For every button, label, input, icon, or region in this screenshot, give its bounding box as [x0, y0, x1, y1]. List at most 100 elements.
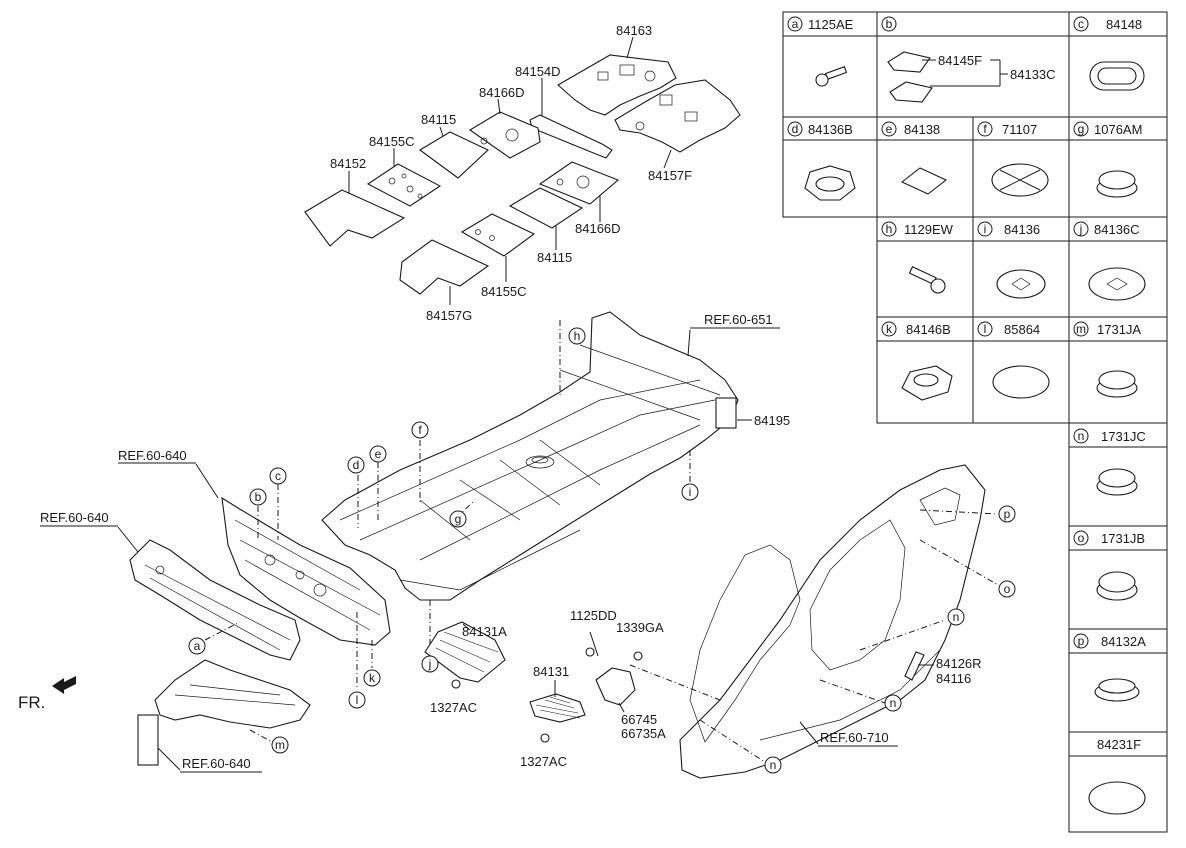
- cap-1731JA-icon: [1096, 370, 1138, 398]
- legend-part-84133C: 84133C: [1010, 67, 1056, 82]
- svg-text:l: l: [356, 693, 359, 707]
- svg-text:g: g: [455, 512, 462, 526]
- plug-84136C-icon: [1088, 267, 1146, 301]
- ref-60-651: REF.60-651: [704, 312, 773, 327]
- callout-l[interactable]: l: [348, 691, 366, 709]
- label-1327AC-a: 1327AC: [430, 700, 477, 715]
- pad-84138-icon: [900, 167, 948, 195]
- pad-84166D-top[interactable]: [468, 111, 541, 159]
- cap-84132A-icon: [1094, 678, 1140, 702]
- callout-h[interactable]: h: [568, 327, 586, 345]
- front-bracket[interactable]: [137, 714, 159, 766]
- legend-part-85864: 85864: [1004, 322, 1040, 337]
- callout-o[interactable]: o: [998, 580, 1016, 598]
- callout-p[interactable]: p: [998, 505, 1016, 523]
- legend-part-84136C: 84136C: [1094, 222, 1140, 237]
- callout-n[interactable]: n: [884, 694, 902, 712]
- cowl-panel[interactable]: [129, 539, 301, 661]
- pad-84115-top[interactable]: [419, 131, 489, 179]
- callout-d[interactable]: d: [347, 456, 365, 474]
- label-1339GA: 1339GA: [616, 620, 664, 635]
- svg-text:m: m: [275, 738, 285, 752]
- callout-f[interactable]: f: [411, 421, 429, 439]
- svg-text:n: n: [1078, 429, 1085, 443]
- plug-84136B-icon: [804, 165, 856, 201]
- ref-60-710: REF.60-710: [820, 730, 889, 745]
- svg-text:b: b: [886, 17, 893, 31]
- legend-cell-g[interactable]: [1068, 116, 1168, 218]
- bolt-1125DD[interactable]: [585, 647, 595, 657]
- label-84152: 84152: [330, 156, 366, 171]
- nut-1339GA[interactable]: [633, 651, 643, 661]
- legend-part-84136: 84136: [1004, 222, 1040, 237]
- svg-text:p: p: [1078, 634, 1085, 648]
- grommet-84145F-icon: [887, 51, 933, 103]
- svg-text:l: l: [984, 322, 987, 336]
- pad-84154D[interactable]: [529, 114, 613, 159]
- svg-text:e: e: [886, 122, 893, 136]
- svg-text:f: f: [983, 122, 987, 136]
- svg-text:d: d: [792, 122, 799, 136]
- pad-84166D-bottom[interactable]: [538, 161, 620, 205]
- callout-b[interactable]: b: [249, 488, 267, 506]
- callout-c[interactable]: c: [269, 467, 287, 485]
- callout-n[interactable]: n: [764, 756, 782, 774]
- callout-j[interactable]: j: [421, 655, 439, 673]
- label-84116: 84116: [936, 671, 971, 686]
- pad-84163[interactable]: [557, 54, 677, 116]
- callout-k[interactable]: k: [363, 669, 381, 687]
- callout-e[interactable]: e: [369, 445, 387, 463]
- label-84157G: 84157G: [426, 308, 472, 323]
- legend-part-84136B: 84136B: [808, 122, 853, 137]
- part-66745[interactable]: [595, 667, 636, 706]
- label-84115-top: 84115: [421, 112, 456, 127]
- floor-panel[interactable]: [321, 311, 739, 601]
- front-side-member[interactable]: [154, 659, 311, 729]
- svg-text:h: h: [574, 329, 581, 343]
- ref-60-640-b: REF.60-640: [40, 510, 109, 525]
- side-outer-panel[interactable]: [679, 464, 986, 779]
- callout-g[interactable]: g: [449, 510, 467, 528]
- pad-84155C-bottom[interactable]: [460, 213, 536, 257]
- pad-84157F[interactable]: [614, 79, 741, 153]
- part-84195[interactable]: [715, 397, 737, 429]
- pad-84152[interactable]: [304, 189, 406, 247]
- svg-text:e: e: [375, 447, 382, 461]
- pad-84157G[interactable]: [399, 239, 490, 295]
- legend-part-1076AM: 1076AM: [1094, 122, 1142, 137]
- cap-1731JC-icon: [1096, 468, 1138, 496]
- callout-i[interactable]: i: [681, 483, 699, 501]
- ref-60-640-c: REF.60-640: [182, 756, 251, 771]
- label-84154D: 84154D: [515, 64, 561, 79]
- dash-panel[interactable]: [221, 496, 391, 646]
- svg-text:n: n: [953, 610, 960, 624]
- legend-part-1731JA: 1731JA: [1097, 322, 1141, 337]
- legend-part-84132A: 84132A: [1101, 634, 1146, 649]
- legend-part-84145F: 84145F: [938, 53, 982, 68]
- clip-1327AC-b[interactable]: [540, 733, 550, 743]
- legend-part-1731JB: 1731JB: [1101, 531, 1145, 546]
- legend-table: a 1125AE b 84145F 84133C c 84148 d: [782, 11, 1168, 833]
- pad-84231F-icon: [1088, 781, 1146, 815]
- pad-85864-icon: [992, 365, 1050, 399]
- label-84157F: 84157F: [648, 168, 692, 183]
- front-indicator: FR.: [18, 693, 45, 712]
- svg-text:a: a: [194, 639, 201, 653]
- label-66735A: 66735A: [621, 726, 666, 741]
- part-84131[interactable]: [529, 693, 586, 723]
- callout-m[interactable]: m: [271, 736, 289, 754]
- clip-1327AC-a[interactable]: [451, 679, 461, 689]
- label-66745: 66745: [621, 712, 657, 727]
- legend-part-1129EW: 1129EW: [904, 222, 954, 237]
- callout-a[interactable]: a: [188, 637, 206, 655]
- legend-part-71107: 71107: [1002, 122, 1037, 137]
- pad-84115-bottom[interactable]: [508, 187, 584, 229]
- callout-n[interactable]: n: [947, 608, 965, 626]
- label-84166D-bottom: 84166D: [575, 221, 621, 236]
- svg-text:b: b: [255, 490, 262, 504]
- ref-60-640-a: REF.60-640: [118, 448, 187, 463]
- part-84126R[interactable]: [904, 651, 925, 681]
- legend-part-1125AE: 1125AE: [808, 17, 854, 32]
- pad-84155C-top[interactable]: [366, 163, 442, 207]
- part-84131A[interactable]: [424, 621, 506, 683]
